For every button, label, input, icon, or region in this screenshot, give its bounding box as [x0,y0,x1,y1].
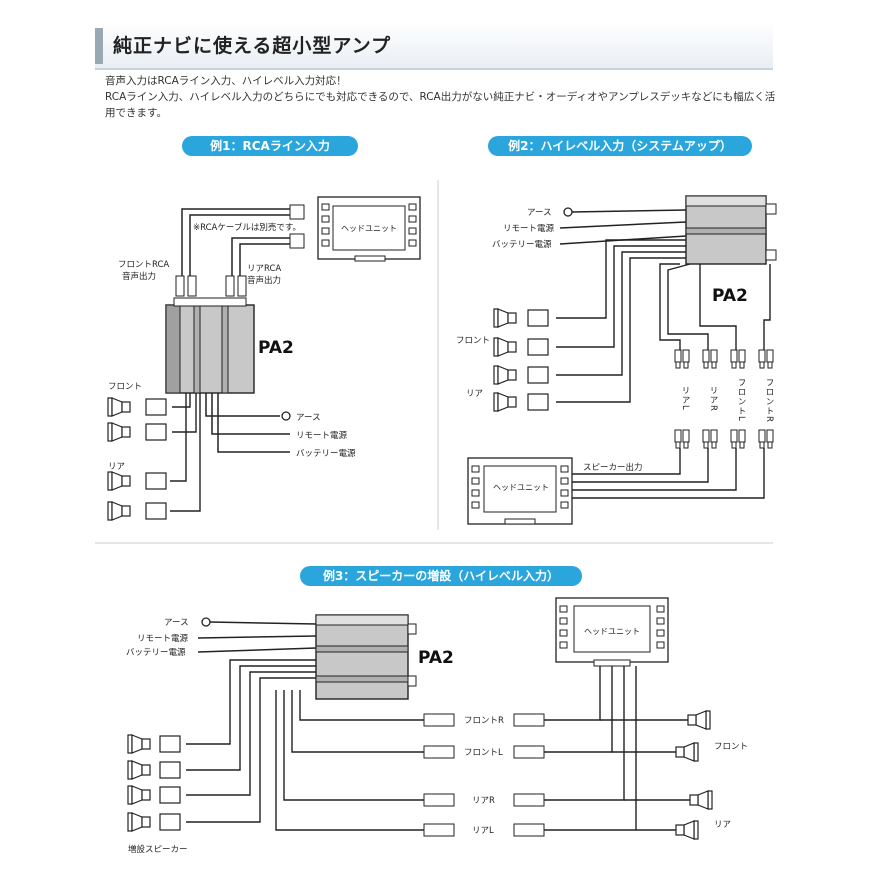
ex3-earth-label: アース [164,618,189,628]
ex3-front-l-label: フロントL [464,748,503,758]
ex2-remote-label: リモート電源 [503,224,555,234]
ex1-cable-note: ※RCAケーブルは別売です。 [193,223,301,233]
ex1-head-unit-label: ヘッドユニット [341,224,397,233]
ex2-earth-label: アース [527,208,552,218]
ex2-front-r-label: フロントR [764,378,774,423]
intro-line-1: 音声入力はRCAライン入力、ハイレベル入力対応！ [105,75,347,87]
ex3-amp-icon [315,614,417,700]
ex1-front-rca-label-2: 音声出力 [122,272,157,282]
ex3-remote-label: リモート電源 [137,634,189,644]
page-title: 純正ナビに使える超小型アンプ [113,35,392,57]
ex1-head-unit-icon [317,196,421,262]
ex1-front-rca-label: フロントRCA [118,260,170,270]
ex3-head-unit-icon [555,597,669,667]
ex2-amp-label: PA2 [712,286,748,306]
ex3-amp-label: PA2 [418,648,454,668]
ex1-remote-label: リモート電源 [296,431,348,441]
header-accent-bar [95,28,103,64]
ex1-amp-icon [165,297,255,394]
example-3-title: 例3：スピーカーの増設（ハイレベル入力） [300,566,582,586]
ex1-battery-label: バッテリー電源 [296,449,356,459]
intro-line-2: RCAライン入力、ハイレベル入力のどちらにでも対応できるので、RCA出力がない純… [105,91,776,119]
ex1-amp-label: PA2 [258,338,294,358]
example-1-title: 例1：RCAライン入力 [182,136,358,156]
ex2-rear-label: リア [466,389,484,399]
ex3-rear-r-label: リアR [472,796,495,806]
ex2-battery-label: バッテリー電源 [492,240,552,250]
ex2-front-label: フロント [456,336,491,346]
ex1-rear-rca-label: リアRCA [247,264,282,274]
ex1-rear-label: リア [108,462,126,472]
ex1-earth-label: アース [296,413,321,423]
ex3-rear-label: リア [714,820,732,830]
ex3-extra-speakers-label: 増設スピーカー [128,845,188,855]
intro-text: 音声入力はRCAライン入力、ハイレベル入力対応！ RCAライン入力、ハイレベル入… [105,73,785,121]
ex2-amp-icon [685,195,777,265]
ex2-rear-r-label: リアR [708,386,718,412]
ex2-head-unit-label: ヘッドユニット [493,483,549,492]
ex3-head-unit-label: ヘッドユニット [584,627,640,636]
ex3-rear-l-label: リアL [472,826,494,836]
ex3-battery-label: バッテリー電源 [126,648,186,658]
ex2-front-l-label: フロントL [736,378,746,422]
ex3-front-r-label: フロントR [464,716,504,726]
ex3-front-label: フロント [714,742,749,752]
ex2-head-unit-icon [467,457,573,525]
example-2-title: 例2：ハイレベル入力（システムアップ） [488,136,752,156]
section-header: 純正ナビに使える超小型アンプ [95,22,773,70]
ex2-speaker-out-label: スピーカー出力 [583,463,643,473]
ex1-front-label: フロント [108,382,143,392]
ex1-rear-rca-label-2: 音声出力 [247,276,282,286]
ex2-rear-l-label: リアL [680,386,690,411]
